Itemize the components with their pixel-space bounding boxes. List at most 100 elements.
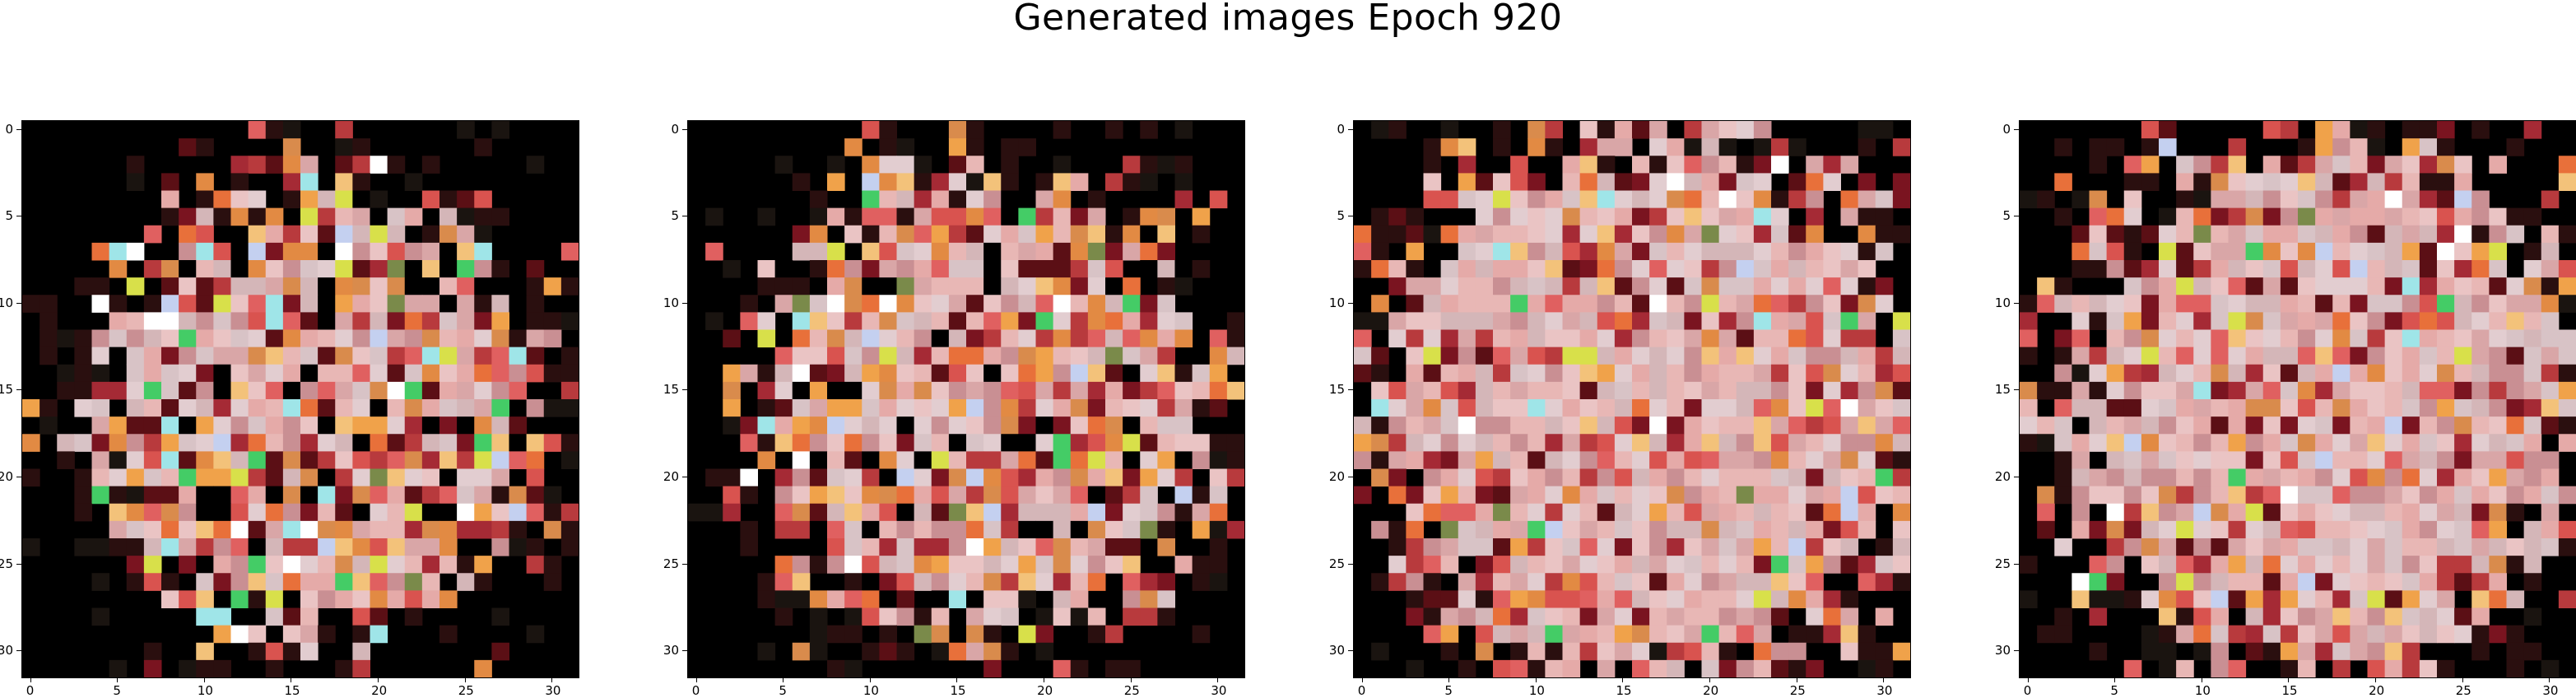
- y-tick-label: 30: [0, 643, 13, 658]
- x-tick-label: 20: [371, 683, 388, 698]
- x-tick-label: 30: [545, 683, 561, 698]
- y-tick-label: 15: [663, 382, 679, 398]
- x-tick-label: 0: [2023, 683, 2032, 698]
- x-tick-mark: [117, 677, 119, 682]
- x-tick-label: 30: [1211, 683, 1227, 698]
- x-tick-label: 20: [1703, 683, 1719, 698]
- x-tick-label: 5: [2110, 683, 2118, 698]
- x-tick-label: 10: [863, 683, 879, 698]
- x-tick-label: 5: [779, 683, 787, 698]
- x-tick-label: 30: [1876, 683, 1893, 698]
- x-tick-label: 10: [1528, 683, 1545, 698]
- y-tick-mark: [16, 650, 21, 652]
- x-tick-mark: [30, 677, 31, 682]
- x-tick-mark: [378, 677, 379, 682]
- x-tick-label: 15: [1616, 683, 1632, 698]
- y-tick-label: 20: [663, 469, 679, 485]
- x-tick-label: 25: [1789, 683, 1806, 698]
- x-tick-label: 15: [2281, 683, 2298, 698]
- y-tick-mark: [682, 128, 687, 130]
- x-tick-mark: [2462, 677, 2463, 682]
- y-tick-mark: [2014, 563, 2019, 565]
- y-tick-mark: [1348, 563, 1353, 565]
- x-tick-label: 10: [2194, 683, 2211, 698]
- x-tick-mark: [1709, 677, 1711, 682]
- y-tick-mark: [2014, 128, 2019, 130]
- x-tick-mark: [2027, 677, 2029, 682]
- y-tick-mark: [16, 302, 21, 304]
- x-tick-mark: [1361, 677, 1363, 682]
- y-tick-label: 30: [663, 643, 679, 658]
- x-tick-mark: [956, 677, 958, 682]
- y-tick-mark: [1348, 389, 1353, 391]
- x-tick-label: 5: [1444, 683, 1453, 698]
- x-tick-mark: [464, 677, 466, 682]
- generated-image-3-pixels: [1354, 121, 1910, 677]
- x-tick-mark: [2549, 677, 2550, 682]
- x-tick-mark: [869, 677, 871, 682]
- y-tick-mark: [16, 389, 21, 391]
- y-tick-mark: [682, 389, 687, 391]
- x-tick-label: 20: [1037, 683, 1053, 698]
- x-tick-mark: [1535, 677, 1537, 682]
- y-tick-label: 0: [1337, 121, 1345, 137]
- y-tick-label: 0: [5, 121, 13, 137]
- generated-image-4: [2019, 120, 2576, 678]
- y-tick-mark: [682, 650, 687, 652]
- y-tick-label: 0: [2002, 121, 2011, 137]
- y-tick-mark: [2014, 302, 2019, 304]
- y-tick-label: 30: [1994, 643, 2011, 658]
- x-tick-mark: [2375, 677, 2377, 682]
- y-tick-label: 25: [1994, 556, 2011, 571]
- y-tick-mark: [1348, 128, 1353, 130]
- y-tick-label: 30: [1328, 643, 1345, 658]
- y-tick-label: 15: [1994, 382, 2011, 398]
- x-tick-mark: [2288, 677, 2290, 682]
- y-tick-label: 20: [1328, 469, 1345, 485]
- x-tick-label: 15: [284, 683, 300, 698]
- generated-image-3: [1353, 120, 1911, 678]
- generated-image-1: [21, 120, 579, 678]
- y-tick-label: 15: [1328, 382, 1345, 398]
- y-tick-label: 25: [663, 556, 679, 571]
- y-tick-label: 5: [671, 208, 679, 224]
- y-tick-label: 25: [0, 556, 13, 571]
- y-tick-mark: [1348, 650, 1353, 652]
- y-tick-mark: [2014, 389, 2019, 391]
- y-tick-mark: [2014, 650, 2019, 652]
- y-tick-label: 25: [1328, 556, 1345, 571]
- generated-image-1-pixels: [22, 121, 579, 677]
- y-tick-mark: [682, 563, 687, 565]
- figure-title: Generated images Epoch 920: [1013, 0, 1563, 39]
- y-tick-mark: [1348, 302, 1353, 304]
- x-tick-label: 30: [2542, 683, 2559, 698]
- y-tick-mark: [682, 302, 687, 304]
- y-tick-label: 5: [2002, 208, 2011, 224]
- y-tick-label: 0: [671, 121, 679, 137]
- x-tick-label: 25: [1123, 683, 1140, 698]
- x-tick-label: 5: [113, 683, 121, 698]
- x-tick-label: 15: [950, 683, 966, 698]
- x-tick-label: 0: [1357, 683, 1366, 698]
- x-tick-label: 10: [197, 683, 213, 698]
- x-tick-label: 0: [691, 683, 700, 698]
- y-tick-label: 10: [0, 295, 13, 310]
- x-tick-label: 0: [26, 683, 35, 698]
- generated-image-4-pixels: [2020, 121, 2576, 677]
- y-tick-label: 20: [1994, 469, 2011, 485]
- generated-image-2: [687, 120, 1245, 678]
- y-tick-mark: [16, 128, 21, 130]
- y-tick-label: 10: [1328, 295, 1345, 310]
- x-tick-mark: [203, 677, 205, 682]
- x-tick-mark: [1130, 677, 1132, 682]
- x-tick-mark: [1448, 677, 1450, 682]
- y-tick-label: 10: [1994, 295, 2011, 310]
- y-tick-label: 5: [1337, 208, 1345, 224]
- x-tick-mark: [1883, 677, 1885, 682]
- y-tick-label: 5: [5, 208, 13, 224]
- x-tick-mark: [1217, 677, 1219, 682]
- x-tick-label: 20: [2369, 683, 2385, 698]
- x-tick-label: 25: [2455, 683, 2471, 698]
- x-tick-mark: [1622, 677, 1624, 682]
- y-tick-label: 10: [663, 295, 679, 310]
